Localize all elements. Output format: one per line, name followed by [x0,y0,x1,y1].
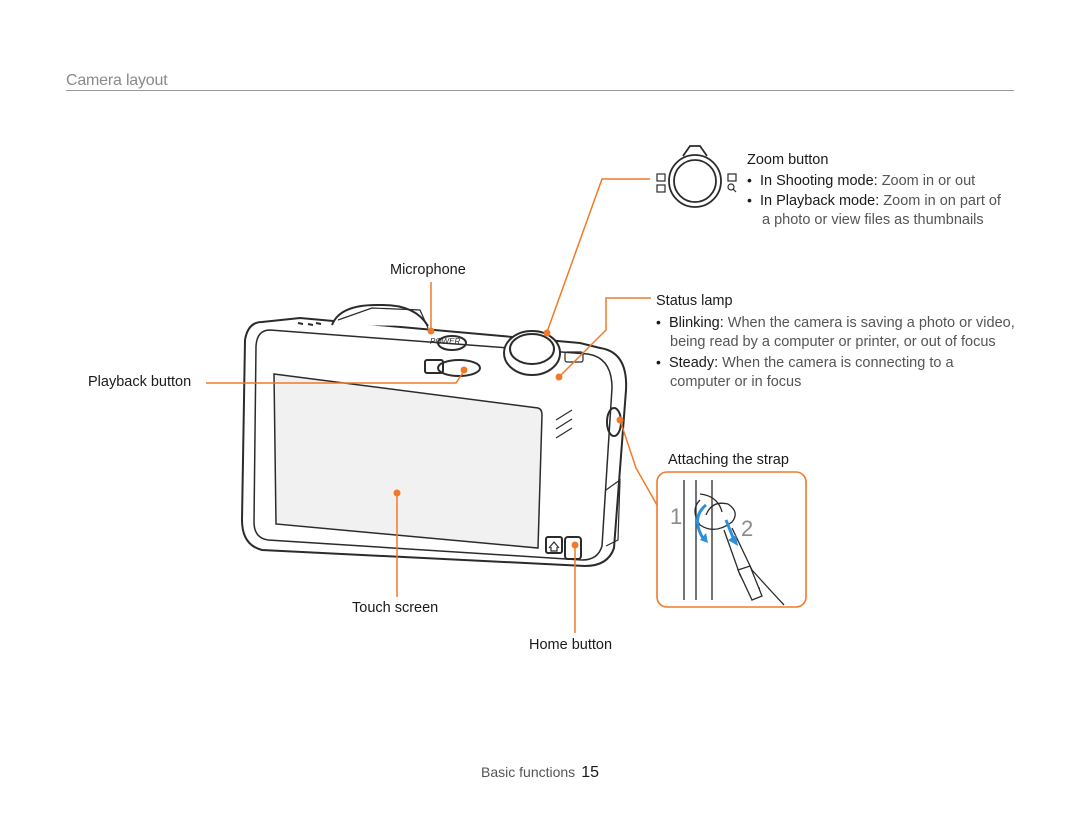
zoom-shooting-mode-item: • In Shooting mode: Zoom in or out [747,172,976,189]
strap-step-2: 2 [741,516,754,541]
touch-screen-label: Touch screen [352,600,439,616]
power-label: POWER [430,337,460,346]
section-divider [66,90,1014,91]
status-lamp-blinking-item: • Blinking: When the camera is saving a … [656,314,1015,331]
callout-lines [206,178,658,633]
playback-button-label: Playback button [88,374,192,390]
strap-step-1: 1 [670,504,683,529]
status-lamp-steady-item: • Steady: When the camera is connecting … [656,354,954,371]
microphone-label: Microphone [390,262,466,278]
zoom-button-illustration [656,145,737,210]
home-button-label: Home button [529,637,613,653]
callout-dots [393,327,624,549]
page-number: 15 [581,764,599,781]
zoom-button-title: Zoom button [747,152,829,168]
attaching-strap-label: Attaching the strap [668,452,789,468]
status-lamp-steady-continuation: computer or in focus [670,374,802,390]
strap-illustration [656,471,807,608]
zoom-playback-continuation: a photo or view files as thumbnails [762,212,984,228]
zoom-playback-mode-item: • In Playback mode: Zoom in on part of [747,192,1001,209]
page-footer: Basic functions 15 [0,764,1080,782]
status-lamp-title: Status lamp [656,293,733,309]
status-lamp-blinking-continuation: being read by a computer or printer, or … [670,334,996,350]
section-title: Camera layout [66,72,168,89]
footer-section-name: Basic functions [481,764,576,780]
camera-body [240,303,628,568]
